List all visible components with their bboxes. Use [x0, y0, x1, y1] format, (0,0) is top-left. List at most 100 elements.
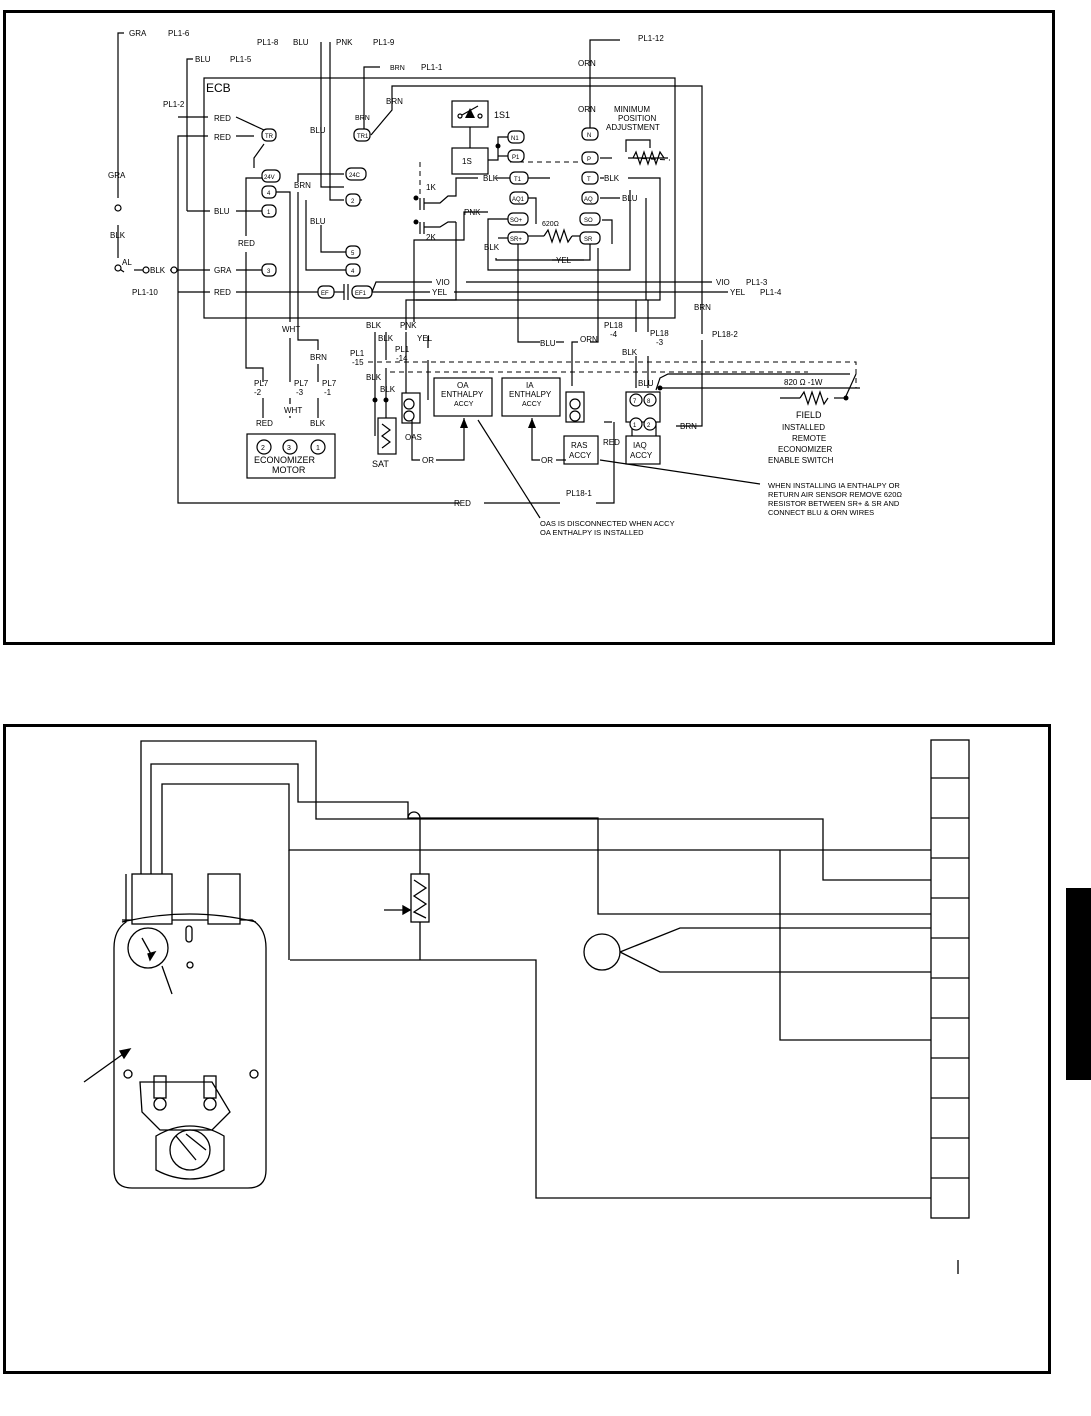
svg-text:3: 3: [267, 269, 271, 275]
wire-gra: GRA: [129, 29, 147, 38]
econ-motor-1: ECONOMIZER: [254, 455, 316, 465]
svg-text:24V: 24V: [264, 175, 275, 181]
wire-or: OR: [541, 456, 553, 465]
note2-line1: OAS IS DISCONNECTED WHEN ACCY: [540, 519, 675, 528]
terminal-n: [581, 127, 599, 141]
min-position-1: MINIMUM: [614, 105, 650, 114]
wire-brn: BRN: [386, 97, 403, 106]
ia-enthalpy-1: IA: [526, 381, 534, 390]
wire-blk: BLK: [310, 419, 326, 428]
relay-1k: 1K: [426, 183, 436, 192]
svg-text:4: 4: [351, 269, 355, 275]
wire-brn: BRN: [680, 422, 697, 431]
wire-blk: BLK: [110, 231, 126, 240]
wire-red: RED: [214, 114, 231, 123]
note1-line1: WHEN INSTALLING IA ENTHALPY OR: [768, 481, 900, 490]
svg-text:2: 2: [351, 199, 355, 205]
plug-pl1-8: PL1-8: [257, 38, 279, 47]
wire-blk: BLK: [150, 266, 166, 275]
svg-text:T: T: [587, 177, 591, 183]
relay-1s: 1S: [462, 157, 472, 166]
note1-line2: RETURN AIR SENSOR REMOVE 620Ω: [768, 490, 902, 499]
sat-label: SAT: [372, 459, 389, 469]
wire-blk: BLK: [378, 334, 394, 343]
plug-pl18-4a: PL18: [604, 321, 623, 330]
wire-red: RED: [603, 438, 620, 447]
section-tab: [1066, 888, 1091, 1080]
svg-text:AQ1: AQ1: [512, 197, 525, 203]
wire-pnk: PNK: [336, 38, 353, 47]
field-1: FIELD: [796, 410, 822, 420]
note2-line2: OA ENTHALPY IS INSTALLED: [540, 528, 644, 537]
wire-blu: BLU: [638, 379, 654, 388]
plug-pl7-3b: -3: [296, 388, 304, 397]
wire-pnk: PNK: [400, 321, 417, 330]
svg-text:SR: SR: [584, 237, 593, 243]
terminal-t: [581, 171, 599, 185]
wire-blu: BLU: [622, 194, 638, 203]
min-position-3: ADJUSTMENT: [606, 123, 660, 132]
terminal-3: [261, 263, 277, 277]
terminal-aq1: [509, 191, 529, 205]
wire-blk: BLK: [380, 385, 396, 394]
terminal-so: [579, 212, 601, 226]
ras-2: ACCY: [569, 451, 592, 460]
terminal-t1: [509, 171, 529, 185]
ecb-label: ECB: [206, 81, 231, 95]
wire-red: RED: [454, 499, 471, 508]
resistor-820: 820 Ω -1W: [784, 378, 823, 387]
terminal-2: [345, 193, 361, 207]
wire-brn: BRN: [694, 303, 711, 312]
plug-pl1-15b: -15: [352, 358, 364, 367]
wire-red: RED: [238, 239, 255, 248]
svg-text:7: 7: [633, 399, 637, 405]
wire-yel: YEL: [730, 288, 746, 297]
note1-line3: RESISTOR BETWEEN SR+ & SR AND: [768, 499, 900, 508]
min-position-2: POSITION: [618, 114, 656, 123]
plug-pl18-3a: PL18: [650, 329, 669, 338]
wire-blu: BLU: [310, 217, 326, 226]
terminal-sr-plus: [507, 231, 529, 245]
actuator-diagram: [83, 739, 970, 1274]
plug-pl7-3a: PL7: [294, 379, 309, 388]
switch-al: AL: [122, 258, 132, 267]
terminal-4: [261, 185, 277, 199]
plug-pl1-4: PL1-4: [760, 288, 782, 297]
wire-blk: BLK: [484, 243, 500, 252]
terminal-tr1: [353, 128, 371, 142]
wire-yel: YEL: [556, 256, 572, 265]
plug-pl18-4b: -4: [610, 330, 618, 339]
plug-pl1-3: PL1-3: [746, 278, 768, 287]
terminal-24v: [261, 169, 281, 183]
svg-text:4: 4: [267, 191, 271, 197]
svg-text:1: 1: [267, 210, 271, 216]
wire-gra: GRA: [108, 171, 126, 180]
wire-blk: BLK: [604, 174, 620, 183]
wire-wht: WHT: [284, 406, 302, 415]
plug-pl7-2b: -2: [254, 388, 262, 397]
svg-text:1: 1: [633, 423, 637, 429]
ecb-board: [203, 77, 676, 319]
svg-text:2: 2: [261, 445, 265, 452]
wire-gra: GRA: [214, 266, 232, 275]
terminal-1: [261, 204, 277, 218]
svg-text:EF1: EF1: [355, 291, 367, 297]
terminal-p: [581, 151, 599, 165]
field-3: REMOTE: [792, 434, 826, 443]
oas-label: OAS: [405, 433, 422, 442]
plug-pl18-3b: -3: [656, 338, 664, 347]
wire-or: OR: [422, 456, 434, 465]
svg-text:TR1: TR1: [357, 134, 369, 140]
svg-text:2: 2: [647, 423, 651, 429]
switch-1s1: 1S1: [494, 110, 510, 120]
terminal-tr: [261, 128, 277, 142]
wire-orn: ORN: [578, 105, 596, 114]
svg-text:24C: 24C: [349, 173, 361, 179]
resistor-620: 620Ω: [542, 221, 559, 228]
terminal-strip: [930, 739, 970, 1219]
plug-pl1-15a: PL1: [350, 349, 365, 358]
svg-text:N: N: [587, 133, 591, 139]
wire-blk: BLK: [366, 321, 382, 330]
svg-text:TR: TR: [265, 134, 274, 140]
svg-text:SO: SO: [584, 218, 593, 224]
